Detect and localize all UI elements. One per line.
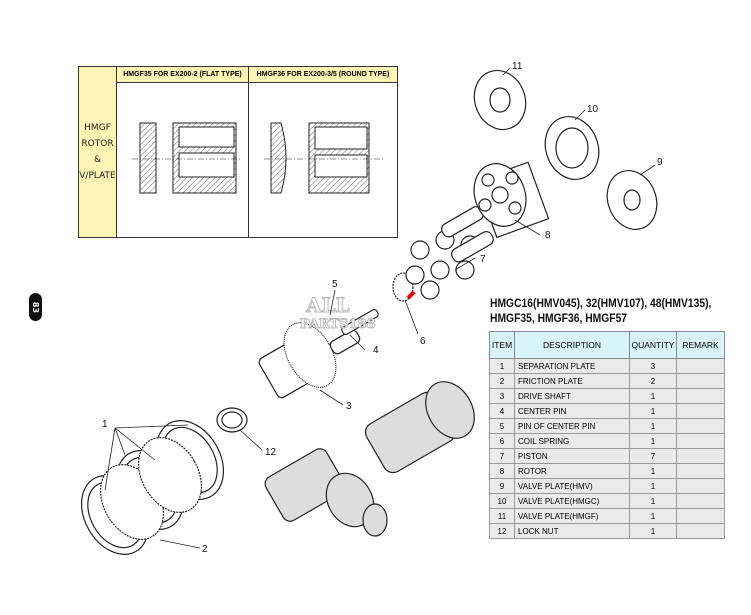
cell-description: FRICTION PLATE [514, 373, 630, 389]
cell-remark [676, 358, 725, 374]
callout-5: 5 [332, 279, 338, 290]
rotor [473, 161, 550, 239]
cell-quantity: 1 [629, 388, 677, 404]
cell-quantity: 1 [629, 493, 677, 509]
round-type-section-drawing [248, 82, 398, 238]
cell-remark [676, 508, 725, 524]
cell-remark [676, 418, 725, 434]
cell-remark [676, 373, 725, 389]
callout-7: 7 [480, 254, 486, 265]
callout-9: 9 [657, 157, 663, 168]
cell-quantity: 1 [629, 403, 677, 419]
variant-table: HMGF ROTOR & V/PLATE HMGF35 FOR EX200-2 … [78, 66, 398, 238]
cell-description: ROTOR [514, 463, 630, 479]
variant-header-flat: HMGF35 FOR EX200-2 (FLAT TYPE) [116, 66, 249, 83]
cell-quantity: 1 [629, 508, 677, 524]
cell-description: VALVE PLATE(HMGF) [514, 508, 630, 524]
header-remark: REMARK [676, 331, 725, 359]
cell-remark [676, 433, 725, 449]
cell-description: PIN OF CENTER PIN [514, 418, 630, 434]
cell-item: 10 [489, 493, 515, 509]
pistons [405, 206, 494, 300]
valve-plate-hmv [606, 170, 658, 230]
cell-remark [676, 388, 725, 404]
callout-4: 4 [373, 345, 379, 356]
callout-2: 2 [202, 544, 208, 555]
cell-remark [676, 523, 725, 539]
cell-description: DRIVE SHAFT [514, 388, 630, 404]
callout-3: 3 [346, 401, 352, 412]
variant-header-round: HMGF36 FOR EX200-3/5 (ROUND TYPE) [248, 66, 398, 83]
callout-10: 10 [587, 104, 599, 115]
cell-remark [676, 493, 725, 509]
callout-12: 12 [265, 447, 277, 458]
cell-quantity: 1 [629, 463, 677, 479]
cell-item: 3 [489, 388, 515, 404]
cell-quantity: 2 [629, 373, 677, 389]
callout-8: 8 [545, 230, 551, 241]
cell-remark [676, 463, 725, 479]
cell-description: VALVE PLATE(HMV) [514, 478, 630, 494]
cell-description: LOCK NUT [514, 523, 630, 539]
header-item: ITEM [489, 331, 515, 359]
cell-item: 4 [489, 403, 515, 419]
center-pin [341, 309, 379, 335]
variant-row-label: HMGF ROTOR & V/PLATE [78, 66, 117, 238]
cell-quantity: 1 [629, 523, 677, 539]
callout-6: 6 [420, 336, 426, 347]
parts-list-title: HMGC16(HMV045), 32(HMV107), 48(HMV135), … [490, 296, 712, 326]
cell-quantity: 1 [629, 433, 677, 449]
valve-plate-hmgc [544, 116, 600, 180]
svg-text:PARTS188: PARTS188 [300, 317, 376, 332]
header-description: DESCRIPTION [514, 331, 630, 359]
cell-item: 8 [489, 463, 515, 479]
cell-description: PISTON [514, 448, 630, 464]
callout-1: 1 [102, 419, 108, 430]
cell-description: VALVE PLATE(HMGC) [514, 493, 630, 509]
cell-item: 5 [489, 418, 515, 434]
cell-item: 11 [489, 508, 515, 524]
cell-item: 2 [489, 373, 515, 389]
cell-remark [676, 403, 725, 419]
cell-item: 12 [489, 523, 515, 539]
page-number-badge: 83 [29, 293, 42, 321]
cell-quantity: 1 [629, 478, 677, 494]
drive-shaft [258, 322, 361, 399]
header-quantity: QUANTITY [629, 331, 677, 359]
cell-item: 9 [489, 478, 515, 494]
cell-description: COIL SPRING [514, 433, 630, 449]
cell-remark [676, 448, 725, 464]
svg-text:ALL: ALL [305, 293, 350, 317]
cell-quantity: 3 [629, 358, 677, 374]
cell-quantity: 7 [629, 448, 677, 464]
cell-quantity: 1 [629, 418, 677, 434]
valve-plate-hmgf [473, 69, 527, 131]
cell-item: 6 [489, 433, 515, 449]
friction-plates [99, 437, 203, 540]
motor-assembly-render [264, 381, 475, 537]
cell-description: CENTER PIN [514, 403, 630, 419]
cell-item: 7 [489, 448, 515, 464]
cell-item: 1 [489, 358, 515, 374]
watermark: ALL PARTS188 [300, 293, 377, 333]
flat-type-section-drawing [116, 82, 249, 238]
callout-11: 11 [512, 61, 523, 72]
cell-remark [676, 478, 725, 494]
cell-description: SEPARATION PLATE [514, 358, 630, 374]
